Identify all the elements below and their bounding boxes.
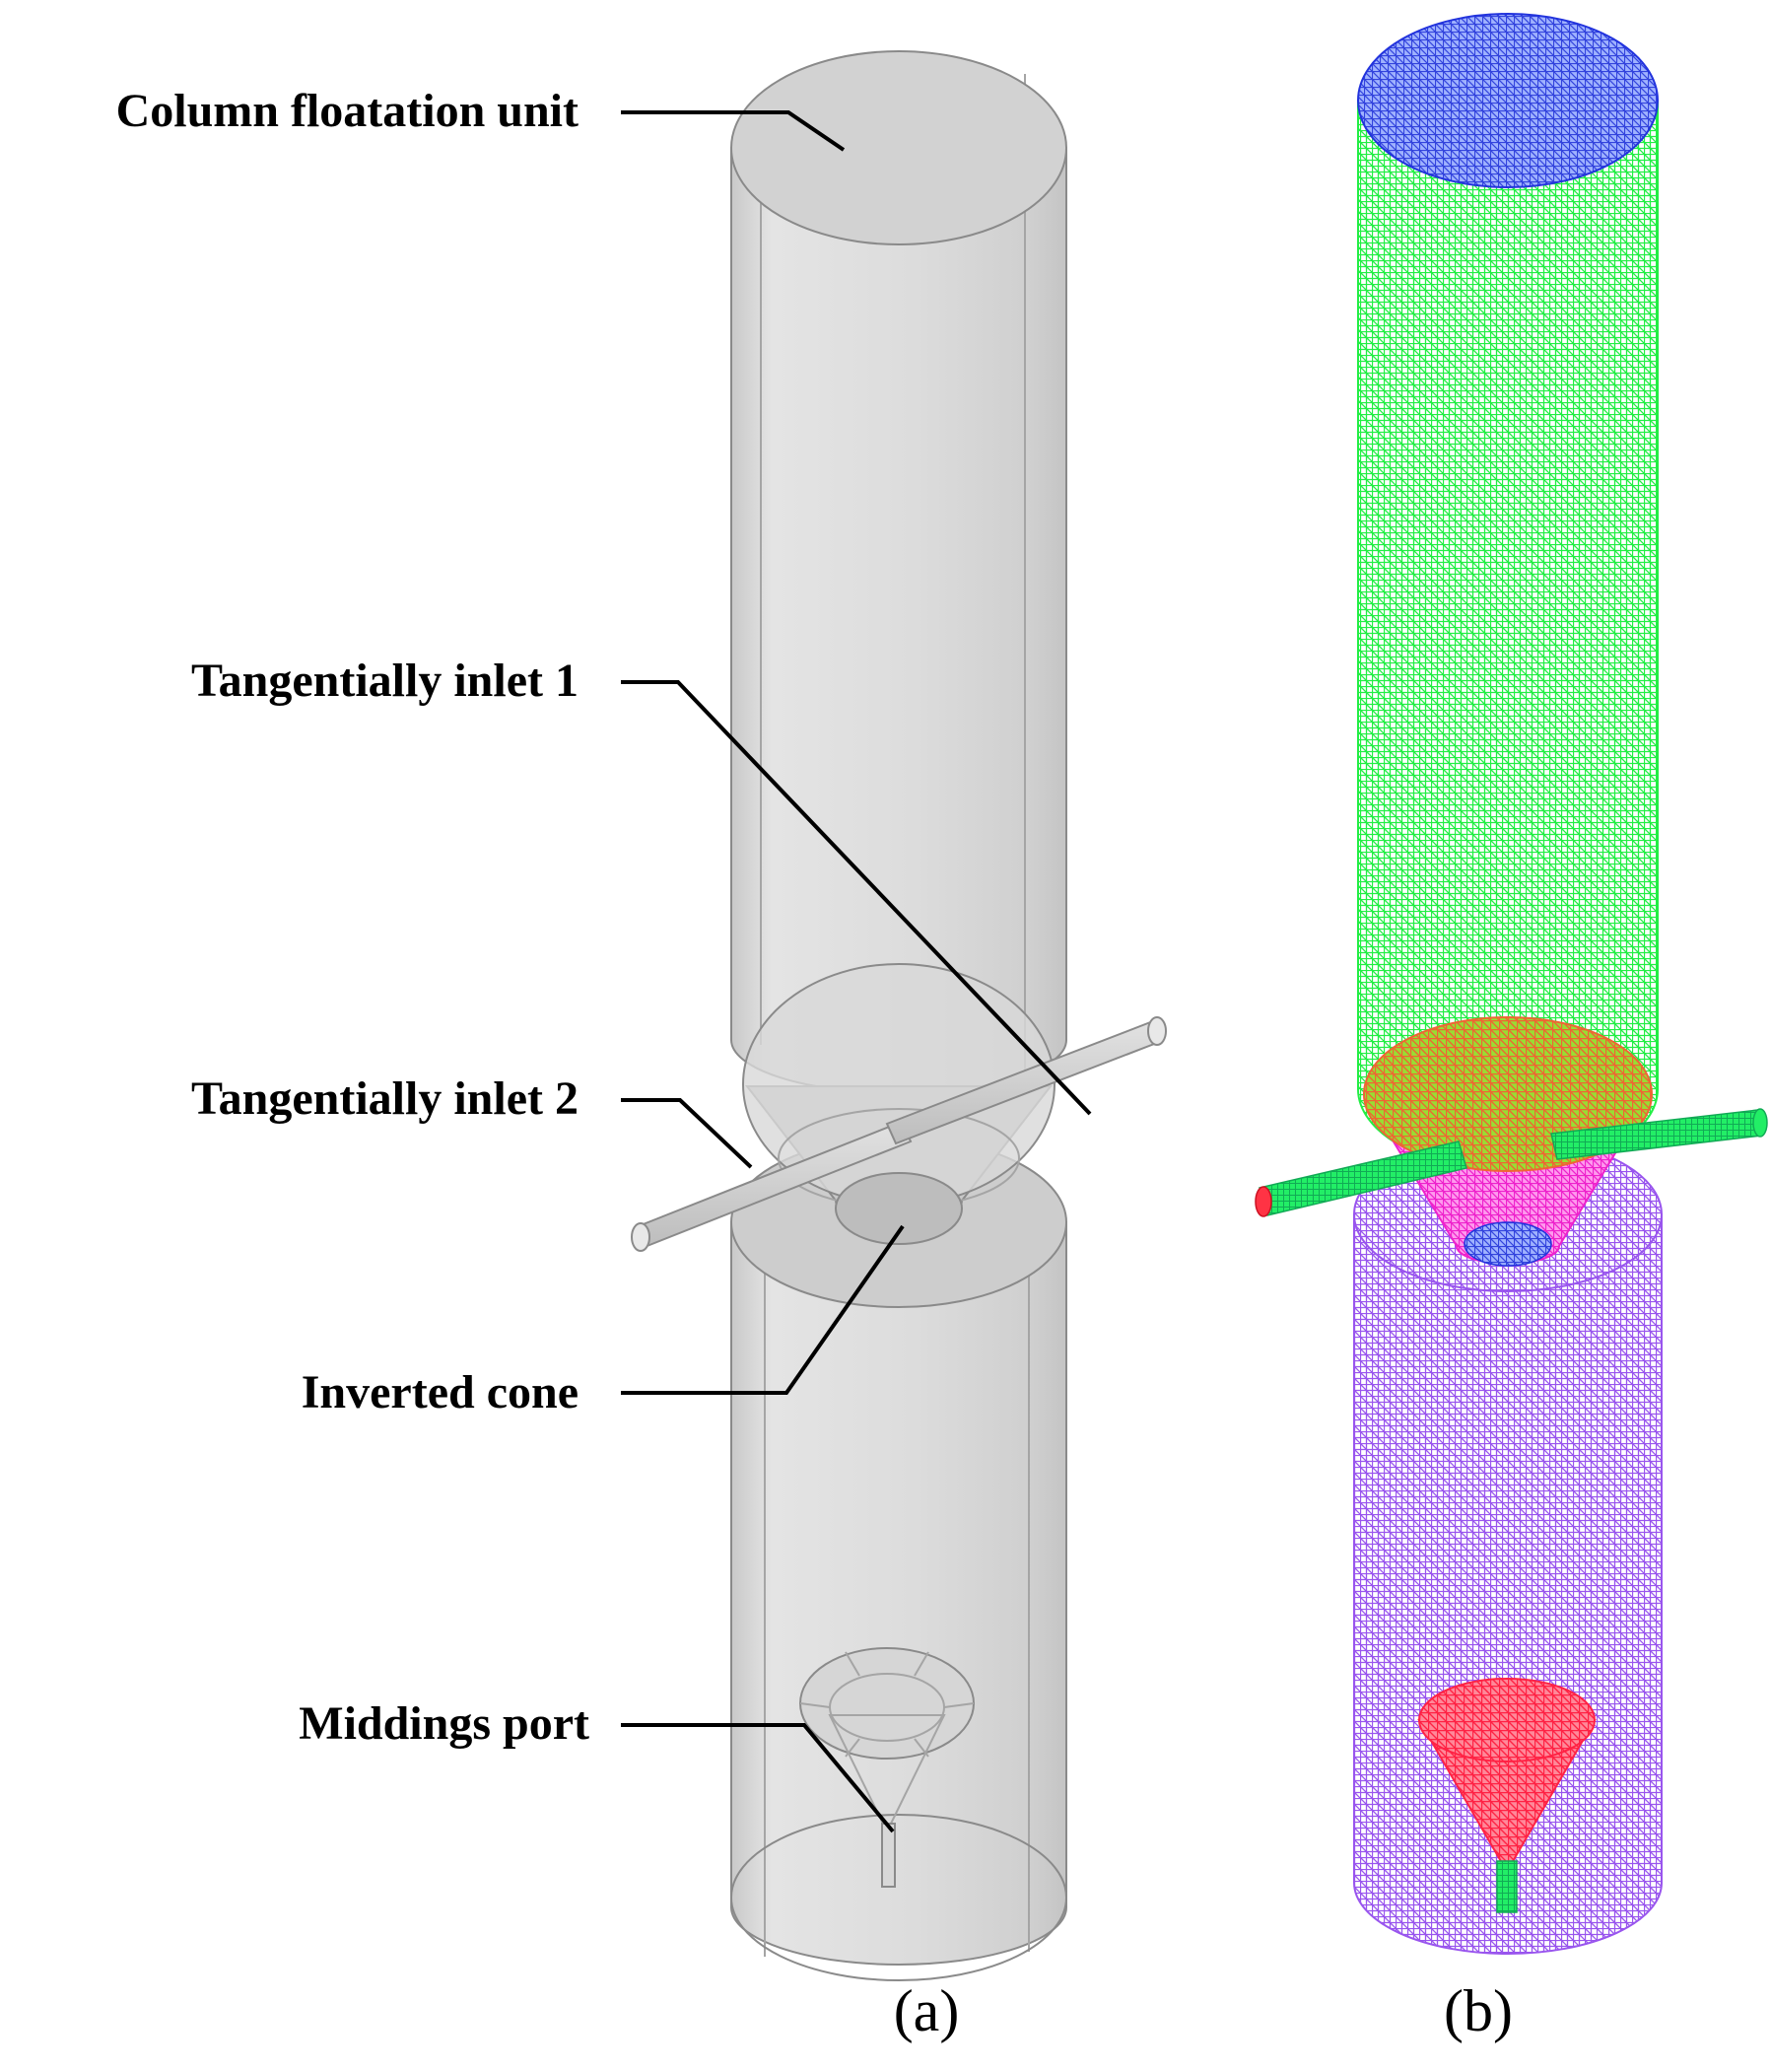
caption-a: (a)	[894, 1978, 960, 2043]
middings-spoke-1	[799, 1702, 831, 1708]
label-inverted-cone: Inverted cone	[302, 1366, 579, 1418]
labels: Column floatation unit Tangentially inle…	[116, 85, 589, 1750]
mesh-middings-stem	[1496, 1860, 1518, 1913]
mesh-middings-cone-rim	[1418, 1678, 1596, 1762]
leader-middings-port	[621, 1723, 895, 1833]
label-column-floatation-unit: Column floatation unit	[116, 85, 579, 137]
column-top-cap	[730, 50, 1067, 245]
inlet-1-end-cap	[1147, 1016, 1167, 1046]
middings-outer-ring	[799, 1647, 975, 1760]
inverted-cone-throat	[835, 1172, 963, 1245]
label-middings-port: Middings port	[299, 1697, 589, 1750]
mesh-inlet-right-cap	[1752, 1108, 1768, 1138]
lower-column-bottom-rim	[730, 1814, 1067, 1981]
leader-inlet-2	[621, 1098, 753, 1169]
leader-inlet-1	[621, 680, 1092, 1116]
middings-spoke-3	[845, 1651, 860, 1677]
mesh-lower-column	[1353, 1213, 1663, 1955]
label-tangentially-inlet-1: Tangentially inlet 1	[191, 655, 579, 707]
leader-inverted-cone	[621, 1224, 905, 1395]
mesh-inlet-left-cap	[1255, 1186, 1272, 1217]
middings-port-assembly	[799, 1647, 975, 1888]
leader-lines	[621, 110, 1092, 1833]
label-tangentially-inlet-2: Tangentially inlet 2	[191, 1072, 579, 1125]
middings-stem	[881, 1823, 896, 1888]
inlet-2-end-cap	[631, 1222, 650, 1252]
middings-spoke-4	[914, 1651, 929, 1677]
panel-a-solid-model	[631, 50, 1167, 1981]
mesh-upper-column	[1357, 100, 1659, 1171]
upper-column-body	[730, 147, 1067, 1094]
mesh-top-cap	[1357, 13, 1659, 188]
leader-column-unit	[621, 110, 846, 152]
middings-spoke-2	[943, 1702, 975, 1708]
mesh-cone-throat	[1464, 1221, 1552, 1267]
caption-b: (b)	[1444, 1978, 1513, 2043]
lower-column-body	[730, 1221, 1067, 1966]
panel-b-mesh-model	[1255, 13, 1768, 1955]
